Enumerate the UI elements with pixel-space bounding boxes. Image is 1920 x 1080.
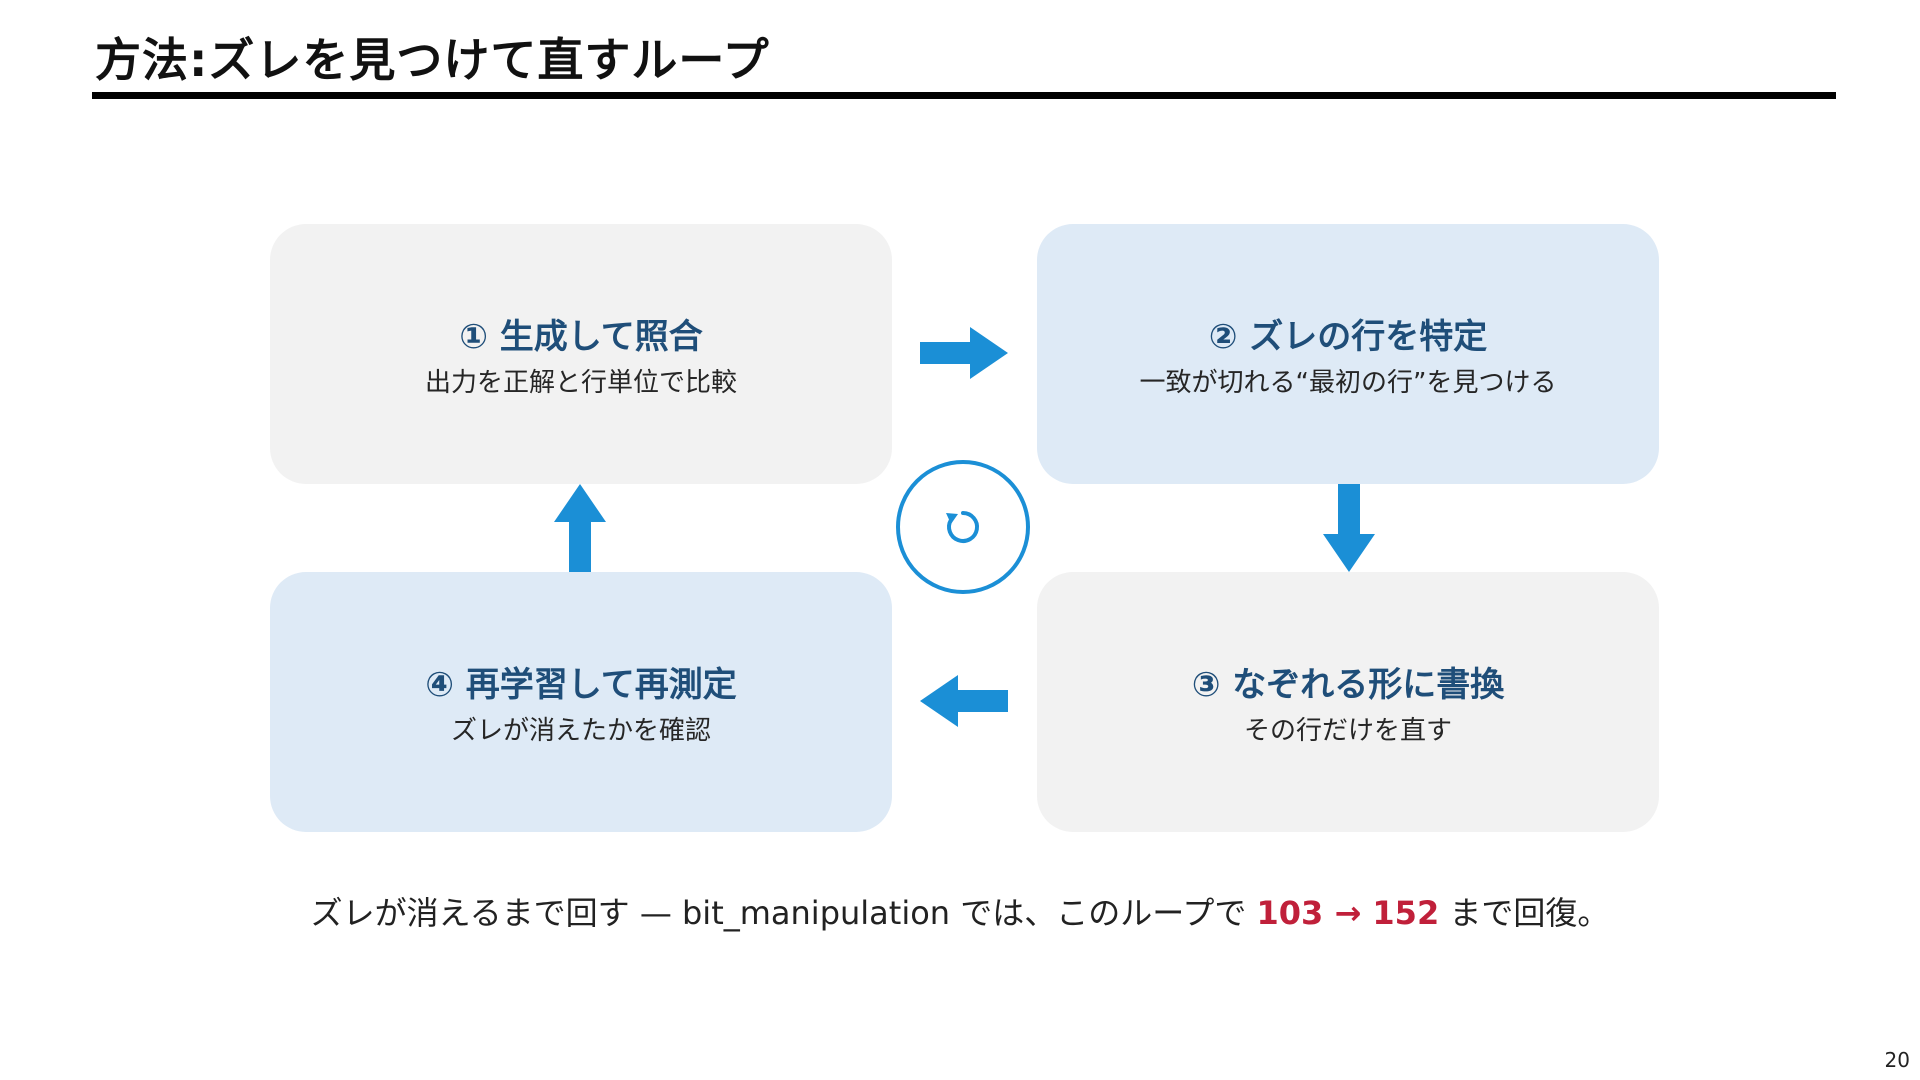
summary-prefix: ズレが消えるまで回す — bit_manipulation では、このループで — [310, 894, 1257, 932]
slide-title: 方法:ズレを見つけて直すループ — [95, 33, 770, 87]
step-4-desc: ズレが消えたかを確認 — [450, 715, 711, 746]
summary-highlight: 103 → 152 — [1256, 894, 1440, 932]
step-3-desc: その行だけを直す — [1243, 715, 1452, 746]
arrow-left-icon — [920, 675, 1008, 727]
cycle-badge — [896, 460, 1030, 594]
arrow-down-icon — [1323, 484, 1375, 572]
step-card-1: ① 生成して照合 出力を正解と行単位で比較 — [270, 224, 892, 484]
arrow-right-icon — [920, 327, 1008, 379]
arrow-up-icon — [554, 484, 606, 572]
step-card-2: ② ズレの行を特定 一致が切れる“最初の行”を見つける — [1037, 224, 1659, 484]
cycle-icon — [946, 511, 980, 543]
step-3-title: ③ なぞれる形に書換 — [1191, 665, 1505, 705]
step-card-3: ③ なぞれる形に書換 その行だけを直す — [1037, 572, 1659, 832]
summary-suffix: まで回復。 — [1439, 894, 1610, 932]
step-1-desc: 出力を正解と行単位で比較 — [424, 367, 737, 398]
page-number: 20 — [1884, 1048, 1910, 1072]
step-2-title: ② ズレの行を特定 — [1208, 317, 1488, 357]
step-1-title: ① 生成して照合 — [459, 317, 703, 357]
step-2-desc: 一致が切れる“最初の行”を見つける — [1139, 367, 1557, 398]
step-card-4: ④ 再学習して再測定 ズレが消えたかを確認 — [270, 572, 892, 832]
step-4-title: ④ 再学習して再測定 — [425, 665, 737, 705]
title-underline — [92, 92, 1836, 99]
summary-line: ズレが消えるまで回す — bit_manipulation では、このループで … — [0, 888, 1920, 934]
